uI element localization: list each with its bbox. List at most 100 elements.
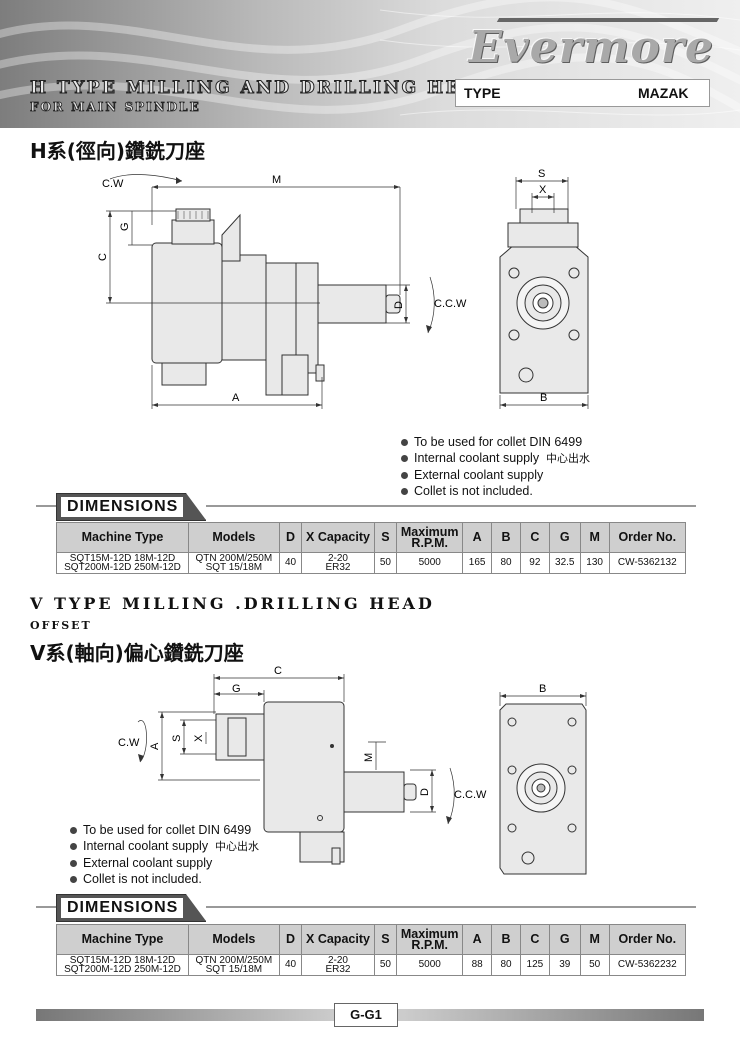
type-value: MAZAK [638, 85, 689, 101]
v-bullet-internal-text: Internal coolant supply [83, 839, 209, 853]
h-label-ccw: C.C.W [434, 298, 467, 310]
v-label-s: S [171, 735, 183, 742]
h-models-line1: QTN 200M/250M [195, 552, 273, 564]
v-label-a: A [149, 742, 161, 750]
h-dimensions-tab-notch [186, 493, 206, 520]
brand-logo: Evermore [468, 22, 714, 73]
v-type-chinese-title: V系(軸向)偏心鑽銑刀座 [30, 641, 244, 665]
h-type-chinese-title: H系(徑向)鑽銑刀座 [30, 139, 206, 163]
v-type-offset-label: OFFSET [30, 619, 92, 632]
page-subtitle: FOR MAIN SPINDLE [30, 100, 201, 115]
v-dimensions-tab-notch [186, 894, 206, 921]
v-machine-type-line2: SQT200M-12D 250M-12D [64, 964, 181, 975]
h-label-s: S [538, 168, 545, 180]
h-machine-type-line2: SQT200M-12D 250M-12D [64, 562, 181, 573]
v-dimensions-tab: DIMENSIONS [56, 894, 206, 922]
v-td-order-no: CW-5362232 [608, 954, 687, 976]
v-th-b: B [491, 924, 521, 955]
v-th-d: D [278, 924, 303, 955]
v-th-a: A [462, 924, 493, 955]
h-th-max-rpm: Maximum R.P.M. [396, 522, 464, 553]
h-dimensions-table: Machine Type Models D X Capacity S Maxim… [56, 522, 687, 574]
v-th-models: Models [187, 924, 280, 955]
v-models-line2: SQT 15/18M [205, 964, 263, 975]
v-th-s: S [373, 924, 398, 955]
v-label-b: B [539, 683, 546, 695]
banner-swirl-graphic [0, 0, 740, 116]
h-type-drawing: C.W M G C A D C.C.W S X B [97, 168, 589, 409]
h-dimensions-rule [36, 505, 696, 507]
v-label-cw: C.W [118, 737, 140, 749]
h-td-rpm: 5000 [396, 552, 464, 574]
h-machine-type-line1: SQT15M-12D 18M-12D [69, 552, 176, 564]
v-th-c: C [519, 924, 550, 955]
h-th-b: B [491, 522, 521, 553]
v-models-line1: QTN 200M/250M [195, 954, 273, 966]
h-td-a: 165 [462, 552, 493, 574]
h-th-c: C [519, 522, 550, 553]
page-title: H TYPE MILLING AND DRILLING HEAD [29, 78, 495, 99]
v-td-rpm: 5000 [396, 954, 464, 976]
h-th-x-capacity: X Capacity [301, 522, 375, 553]
h-coolant-zh: 中心出水 [546, 453, 591, 465]
h-x-line2: ER32 [325, 562, 351, 573]
v-coolant-zh: 中心出水 [215, 841, 260, 853]
v-label-g: G [232, 683, 241, 695]
h-bullet-internal-text: Internal coolant supply [414, 451, 540, 465]
h-bullet-external-coolant: External coolant supply [401, 467, 590, 483]
v-label-m: M [363, 753, 375, 762]
v-machine-type-line1: SQT15M-12D 18M-12D [69, 954, 176, 966]
h-th-machine-type: Machine Type [56, 522, 189, 553]
h-td-c: 92 [519, 552, 550, 574]
h-th-a: A [462, 522, 493, 553]
h-th-d: D [278, 522, 303, 553]
h-label-d: D [393, 301, 405, 309]
v-td-d: 40 [278, 954, 303, 976]
v-label-c: C [274, 665, 282, 677]
v-th-order-no: Order No. [608, 924, 687, 955]
h-td-order-no: CW-5362132 [608, 552, 687, 574]
h-models-line2: SQT 15/18M [205, 562, 263, 573]
h-td-g: 32.5 [548, 552, 581, 574]
h-label-x: X [539, 184, 547, 196]
v-label-ccw: C.C.W [454, 789, 487, 801]
h-th-s: S [373, 522, 398, 553]
h-dimensions-tab: DIMENSIONS [56, 493, 206, 521]
h-label-c: C [97, 253, 109, 261]
v-x-line1: 2-20 [327, 954, 348, 966]
h-td-d: 40 [278, 552, 303, 574]
v-dimensions-rule [36, 906, 696, 908]
h-label-m: M [272, 174, 281, 186]
v-td-m: 50 [579, 954, 610, 976]
v-th-m: M [579, 924, 610, 955]
h-bullet-collet-excluded: Collet is not included. [401, 483, 590, 499]
v-table-header-row: Machine Type Models D X Capacity S Maxim… [56, 924, 687, 955]
v-th-max-rpm: Maximum R.P.M. [396, 924, 464, 955]
v-td-a: 88 [462, 954, 493, 976]
v-bullet-collet: To be used for collet DIN 6499 [70, 822, 259, 838]
v-dimensions-label: DIMENSIONS [61, 898, 183, 918]
v-type-drawing: C G C.W A S X M D C.C.W B [118, 665, 587, 875]
h-label-g: G [119, 222, 131, 231]
v-td-s: 50 [373, 954, 398, 976]
h-label-cw: C.W [102, 178, 124, 190]
page-number: G-G1 [334, 1003, 398, 1027]
v-td-g: 39 [548, 954, 581, 976]
h-th-models: Models [187, 522, 280, 553]
v-th-machine-type: Machine Type [56, 924, 189, 955]
v-feature-list: To be used for collet DIN 6499 Internal … [70, 822, 259, 887]
type-label: TYPE [464, 85, 501, 101]
h-td-m: 130 [579, 552, 610, 574]
v-bullet-internal-coolant: Internal coolant supply 中心出水 [70, 838, 259, 855]
h-bullet-collet: To be used for collet DIN 6499 [401, 434, 590, 450]
v-th-x-capacity: X Capacity [301, 924, 375, 955]
v-label-x: X [193, 734, 205, 742]
